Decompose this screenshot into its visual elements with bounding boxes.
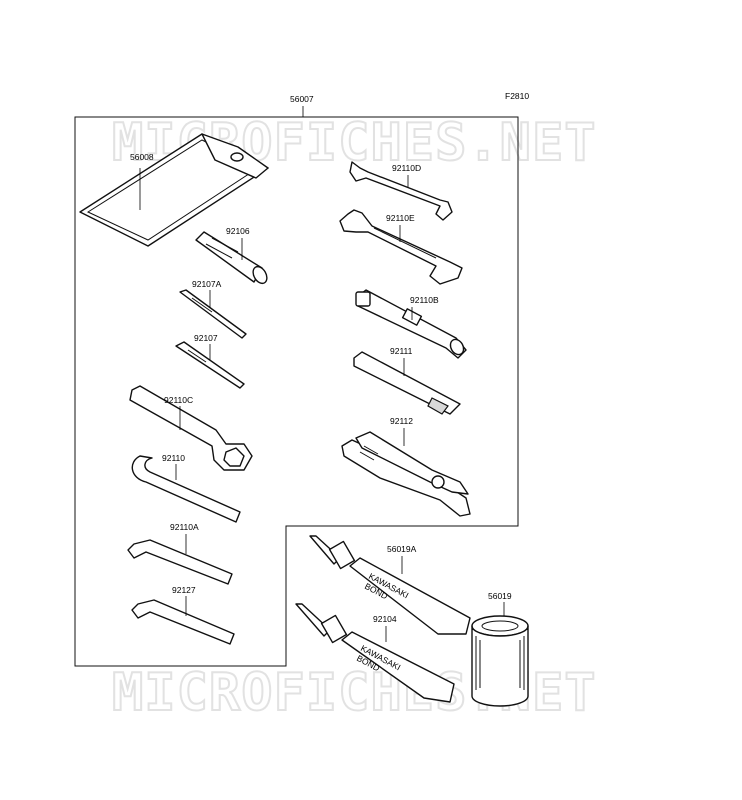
label-92110d: 92110D xyxy=(392,163,421,173)
label-92127: 92127 xyxy=(172,585,196,595)
label-92110e: 92110E xyxy=(386,213,415,223)
label-92111: 92111 xyxy=(390,346,413,356)
box-wrench-92110b-icon xyxy=(355,289,467,359)
screwdriver-92107-icon xyxy=(175,341,245,389)
figure-code: F2810 xyxy=(505,91,529,101)
label-92110b: 92110B xyxy=(410,295,439,305)
label-92107: 92107 xyxy=(194,333,218,343)
label-92112: 92112 xyxy=(390,416,413,426)
bond-tube-92104-icon: KAWASAKI BOND xyxy=(295,603,455,703)
hex-key-92127-icon xyxy=(131,599,235,645)
bond-can-56019-icon xyxy=(471,615,529,707)
hook-wrench-92110-icon xyxy=(131,455,241,523)
label-56007: 56007 xyxy=(290,94,314,104)
bond-tube-56019a-icon: KAWASAKI BOND xyxy=(309,535,471,635)
handle-92106-icon xyxy=(195,231,268,285)
extension-bar-92111-icon xyxy=(353,351,461,415)
screwdriver-92107a-icon xyxy=(179,289,247,339)
ring-wrench-92110c-icon xyxy=(129,385,253,471)
label-92107a: 92107A xyxy=(192,279,222,289)
label-56008: 56008 xyxy=(130,152,154,162)
label-92104: 92104 xyxy=(373,614,397,624)
label-56019: 56019 xyxy=(488,591,512,601)
label-92106: 92106 xyxy=(226,226,250,236)
label-56019a: 56019A xyxy=(387,544,417,554)
toolkit-outline xyxy=(74,116,519,667)
label-92110: 92110 xyxy=(162,453,185,463)
spanner-92110e-icon xyxy=(339,209,463,285)
spanner-92110d-icon xyxy=(349,161,453,221)
pliers-92112-icon xyxy=(341,431,471,517)
tool-case-icon xyxy=(79,133,269,247)
label-92110c: 92110C xyxy=(164,395,193,405)
hex-key-92110a-icon xyxy=(127,539,233,585)
label-92110a: 92110A xyxy=(170,522,199,532)
